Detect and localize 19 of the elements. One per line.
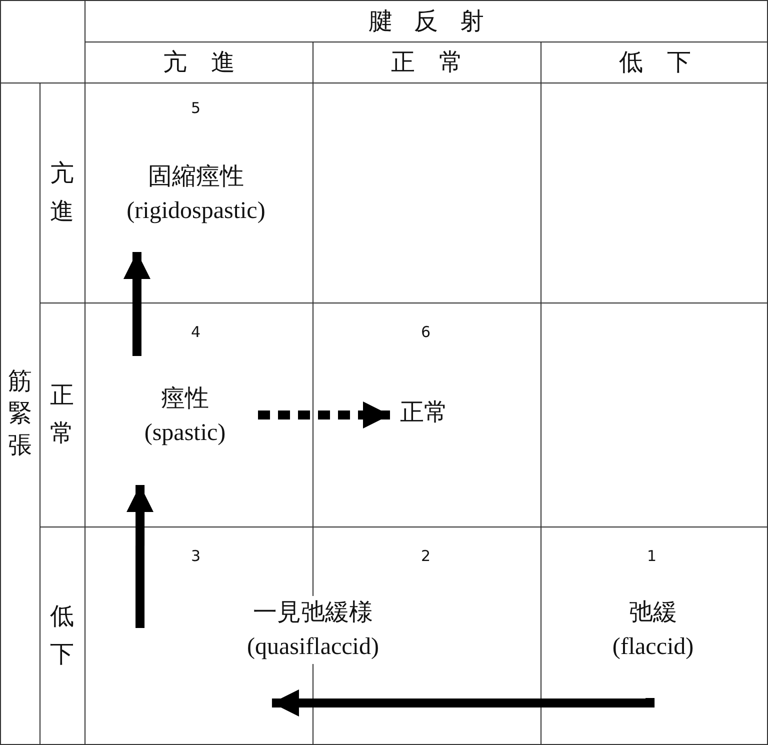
row-header: 正常 <box>50 382 74 449</box>
arrow <box>126 485 154 628</box>
column-group-header: 腱反射 <box>368 8 506 36</box>
arrow <box>258 402 390 428</box>
column-header: 亢進 <box>162 48 259 78</box>
cell-number: 4 <box>191 323 201 341</box>
cell-number: 6 <box>421 323 431 341</box>
cell-number: 1 <box>647 547 657 565</box>
column-header: 低下 <box>618 48 715 78</box>
state-label: 痙性 (spastic) <box>112 356 258 485</box>
cell-number: 5 <box>191 99 201 117</box>
row-header: 低下 <box>50 602 74 670</box>
arrow <box>272 689 655 716</box>
column-header: 正常 <box>390 48 487 78</box>
arrow <box>123 252 150 356</box>
cell-number: 3 <box>191 547 201 565</box>
cell-number: 2 <box>421 547 431 565</box>
row-header: 亢進 <box>50 160 74 227</box>
row-group-header: 筋緊張 <box>8 368 32 462</box>
